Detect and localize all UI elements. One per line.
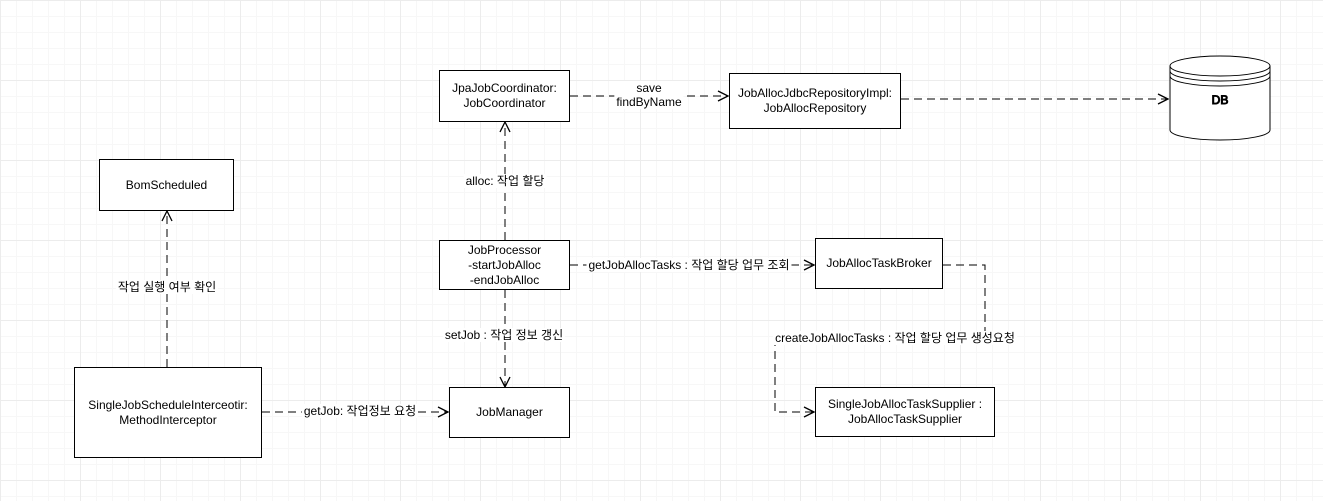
edge-label-get-tasks: getJobAllocTasks : 작업 할당 업무 조회 (586, 258, 792, 272)
node-job-coordinator[interactable]: JpaJobCoordinator: JobCoordinator (439, 70, 570, 122)
node-label: JobManager (476, 405, 543, 419)
edge-label-get-job: getJob: 작업정보 요청 (301, 404, 419, 418)
node-label: BomScheduled (125, 177, 208, 192)
node-job-alloc-task-broker[interactable]: JobAllocTaskBroker (815, 238, 943, 289)
edge-label-set-job: setJob : 작업 정보 갱신 (442, 328, 566, 342)
edge-label-check-run: 작업 실행 여부 확인 (115, 280, 219, 294)
node-label: SingleJobAllocTaskSupplier : JobAllocTas… (827, 397, 983, 426)
edge-create-tasks (774, 264, 986, 412)
node-single-job-schedule-interceptor[interactable]: SingleJobScheduleInterceotir: MethodInte… (74, 367, 262, 458)
node-job-processor[interactable]: JobProcessor -startJobAlloc -endJobAlloc (439, 240, 570, 290)
db-label: DB (1212, 93, 1229, 107)
node-job-alloc-repository[interactable]: JobAllocJdbcRepositoryImpl: JobAllocRepo… (729, 73, 901, 129)
node-single-job-alloc-task-supplier[interactable]: SingleJobAllocTaskSupplier : JobAllocTas… (815, 387, 995, 437)
node-label: JpaJobCoordinator: JobCoordinator (452, 81, 557, 110)
edge-label-save-find: save findByName (614, 81, 684, 109)
edge-label-alloc: alloc: 작업 할당 (463, 174, 547, 188)
node-label: SingleJobScheduleInterceotir: MethodInte… (88, 397, 248, 427)
node-label: JobAllocTaskBroker (826, 256, 932, 270)
edge-label-create-tasks: createJobAllocTasks : 작업 할당 업무 생성요청 (773, 331, 1017, 345)
node-bom-scheduled[interactable]: BomScheduled (99, 159, 234, 211)
node-job-manager[interactable]: JobManager (449, 387, 570, 438)
db-cylinder: DB (1169, 55, 1271, 141)
node-label: JobAllocJdbcRepositoryImpl: JobAllocRepo… (737, 86, 893, 115)
node-label: JobProcessor -startJobAlloc -endJobAlloc (467, 242, 542, 287)
